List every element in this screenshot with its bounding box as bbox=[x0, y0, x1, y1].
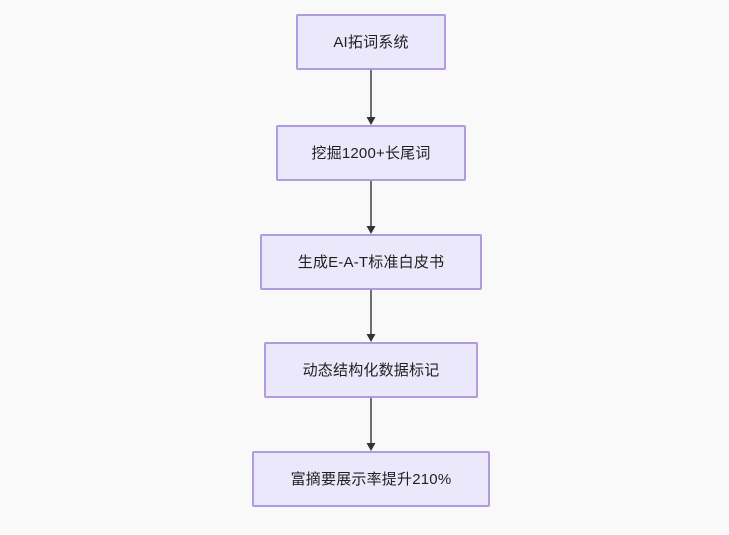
flow-edge-2-to-3 bbox=[366, 181, 376, 234]
flow-node-label: 生成E-A-T标准白皮书 bbox=[297, 253, 445, 271]
flow-node-label: 动态结构化数据标记 bbox=[302, 361, 440, 379]
flow-edge-3-to-4 bbox=[366, 290, 376, 342]
flow-edge-1-to-2 bbox=[366, 70, 376, 125]
arrowhead-icon bbox=[366, 334, 376, 342]
flow-node-mine-longtail-keywords[interactable]: 挖掘1200+长尾词 bbox=[276, 125, 466, 181]
flow-node-generate-eat-whitepaper[interactable]: 生成E-A-T标准白皮书 bbox=[260, 234, 482, 290]
flow-node-label: 挖掘1200+长尾词 bbox=[311, 144, 431, 162]
flow-node-rich-snippet-impression-uplift[interactable]: 富摘要展示率提升210% bbox=[252, 451, 490, 507]
arrowhead-icon bbox=[366, 443, 376, 451]
flow-node-label: 富摘要展示率提升210% bbox=[290, 470, 452, 488]
arrowhead-icon bbox=[366, 226, 376, 234]
flow-node-ai-keyword-system[interactable]: AI拓词系统 bbox=[296, 14, 446, 70]
flow-edge-4-to-5 bbox=[366, 398, 376, 451]
flow-node-dynamic-structured-data-markup[interactable]: 动态结构化数据标记 bbox=[264, 342, 478, 398]
arrowhead-icon bbox=[366, 117, 376, 125]
flow-node-label: AI拓词系统 bbox=[333, 33, 409, 51]
